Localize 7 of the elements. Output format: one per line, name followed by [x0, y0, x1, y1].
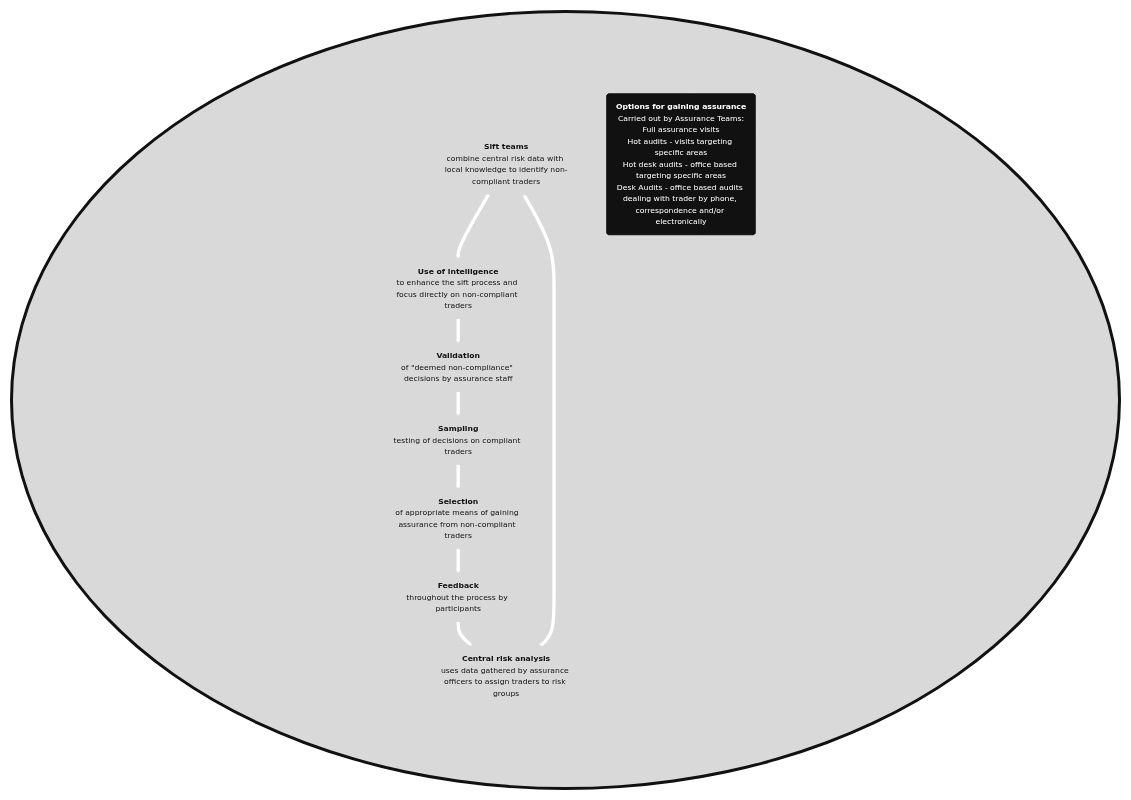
arrow: [455, 464, 460, 489]
arrow: [522, 194, 556, 648]
arrow: [455, 193, 490, 259]
arrow: [455, 391, 460, 416]
arrow: [455, 319, 460, 344]
arrow: [455, 549, 460, 574]
arrow: [456, 621, 472, 646]
